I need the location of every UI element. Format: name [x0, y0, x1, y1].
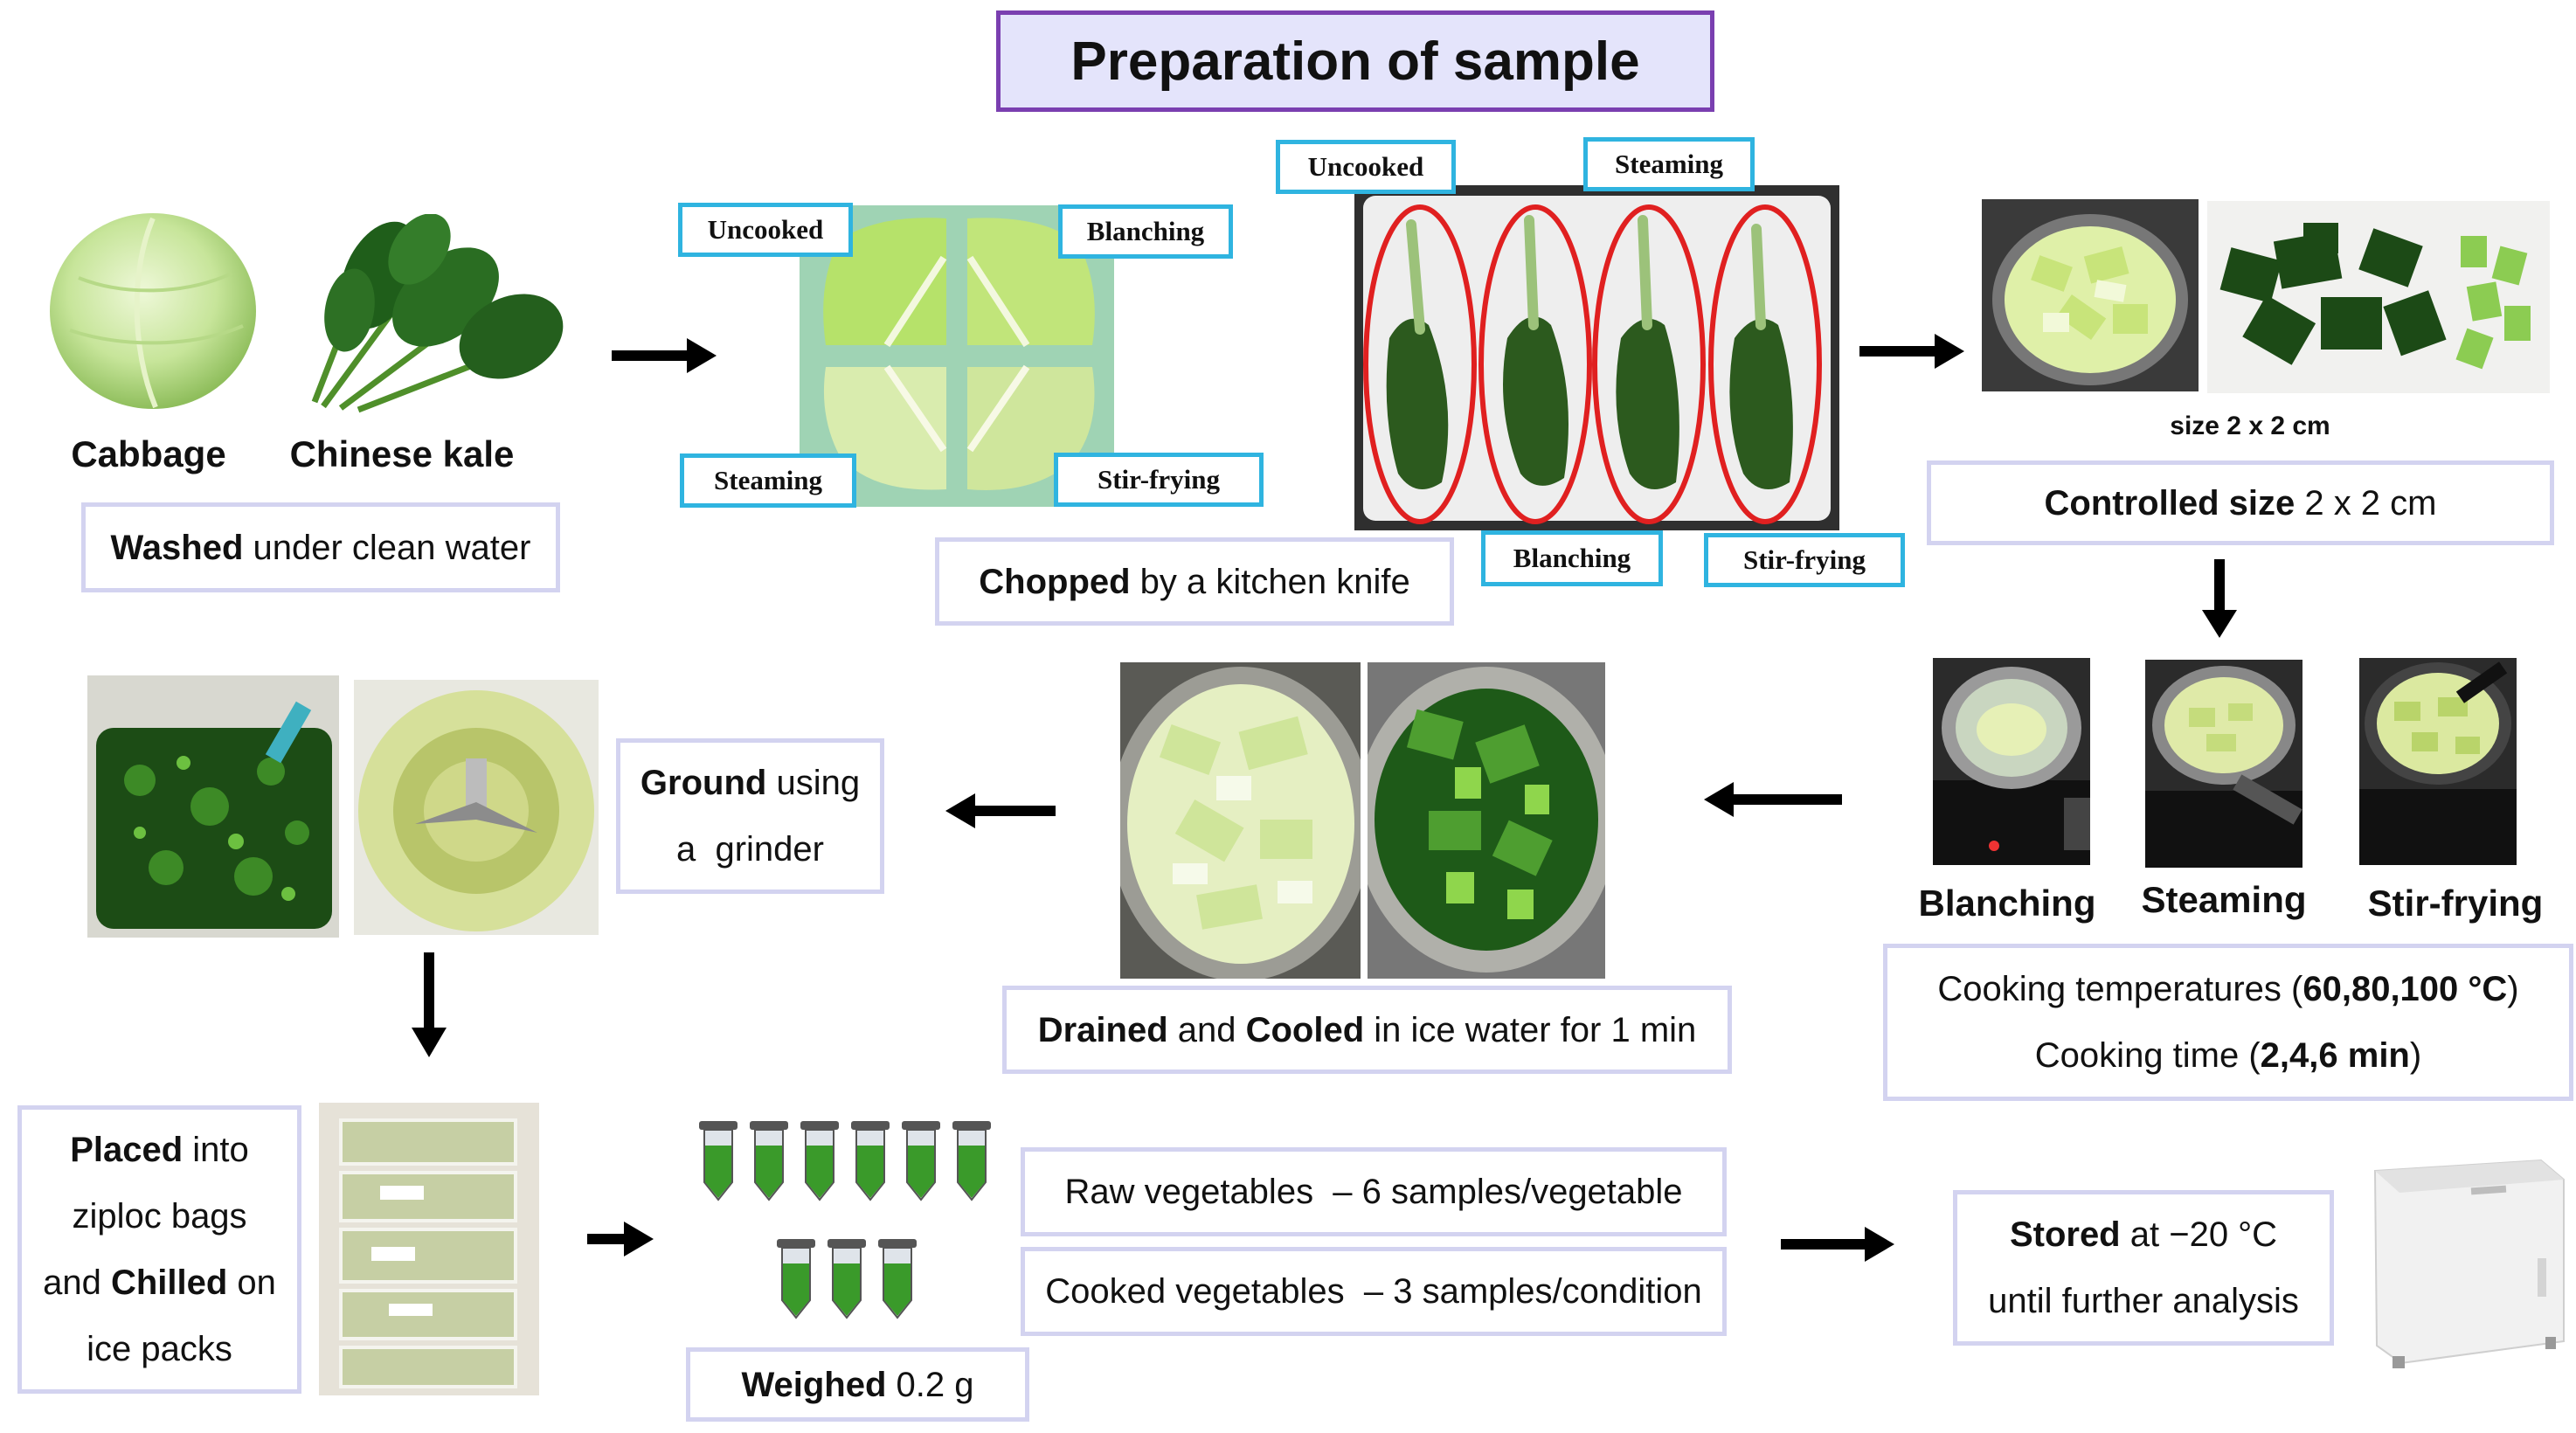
- ground-step-line2: a grinder: [676, 830, 824, 869]
- raw-samples-box: Raw vegetables – 6 samples/vegetable: [1021, 1147, 1727, 1236]
- control-bold: Controlled size: [2044, 483, 2296, 523]
- placed-line2: ziploc bags: [72, 1197, 247, 1236]
- ground-kale-photo: [87, 675, 339, 938]
- arrow-right-3: [587, 1220, 654, 1258]
- cabbage-tag-blanching: Blanching: [1058, 204, 1233, 259]
- ziploc-bags-photo: [319, 1103, 539, 1395]
- blanching-photo: [1933, 658, 2090, 865]
- cooking-temp-suffix: ): [2507, 970, 2519, 1008]
- drain-text-2: in ice water for 1 min: [1364, 1010, 1697, 1049]
- chop-step-text: Chopped by a kitchen knife: [979, 549, 1410, 615]
- kale-board-photo: [1354, 185, 1839, 530]
- cooked-samples-text: Cooked vegetables – 3 samples/condition: [1045, 1272, 1702, 1311]
- sample-tubes-icon: [695, 1117, 1001, 1335]
- cooking-temp-value: 60,80,100 °C: [2302, 970, 2508, 1008]
- drain-step-box: Drained and Cooled in ice water for 1 mi…: [1002, 986, 1732, 1074]
- stored-rest: at −20 °C: [2120, 1215, 2278, 1254]
- cooking-time-suffix: ): [2409, 1036, 2422, 1075]
- stored-bold: Stored: [2009, 1215, 2121, 1254]
- kale-photo: [288, 214, 568, 415]
- arrow-right-2: [1859, 332, 1964, 370]
- drained-cabbage-photo: [1120, 662, 1361, 979]
- placed-line1: Placed into: [70, 1117, 249, 1183]
- placed-on: on: [227, 1263, 276, 1302]
- placed-and: and: [43, 1263, 111, 1302]
- cabbage-tag-steaming: Steaming: [680, 453, 856, 508]
- page-title: Preparation of sample: [996, 10, 1714, 112]
- wash-step-text: Washed under clean water: [111, 515, 531, 581]
- placed-line4: ice packs: [87, 1330, 232, 1368]
- stored-line1: Stored at −20 °C: [2010, 1201, 2277, 1268]
- arrow-down-2: [410, 952, 448, 1057]
- drain-bold-1: Drained: [1037, 1010, 1168, 1049]
- chopped-kale-photo: [2207, 201, 2550, 393]
- stored-line2: until further analysis: [1988, 1282, 2299, 1320]
- steaming-photo: [2145, 660, 2302, 868]
- cooking-time-line: Cooking time (2,4,6 min): [2035, 1022, 2421, 1089]
- arrow-down-1: [2200, 559, 2239, 638]
- kale-tag-stirfrying: Stir-frying: [1704, 533, 1905, 587]
- chop-rest: by a kitchen knife: [1130, 562, 1410, 601]
- arrow-right-1: [612, 336, 717, 375]
- title-text: Preparation of sample: [1070, 31, 1640, 92]
- cabbage-photo: [44, 199, 262, 418]
- drain-text-1: and: [1167, 1010, 1246, 1049]
- cooked-samples-box: Cooked vegetables – 3 samples/condition: [1021, 1247, 1727, 1336]
- weigh-step-box: Weighed 0.2 g: [686, 1347, 1029, 1422]
- ground-bold: Ground: [640, 764, 767, 802]
- ground-step-line1: Ground using: [641, 750, 860, 816]
- stirfrying-photo: [2359, 658, 2517, 865]
- chop-step-box: Chopped by a kitchen knife: [935, 537, 1454, 626]
- placed-bold: Placed: [70, 1131, 184, 1169]
- cooking-temp-prefix: Cooking temperatures (: [1937, 970, 2303, 1008]
- wash-step-box: Washed under clean water: [81, 502, 560, 592]
- weigh-rest: 0.2 g: [886, 1365, 974, 1404]
- drained-kale-photo: [1368, 662, 1605, 979]
- chopped-cabbage-photo: [1982, 199, 2199, 391]
- control-step-box: Controlled size 2 x 2 cm: [1927, 460, 2554, 545]
- placed-line3: and Chilled on: [43, 1250, 276, 1316]
- stored-step-box: Stored at −20 °C until further analysis: [1953, 1190, 2334, 1346]
- arrow-left-1: [1704, 780, 1861, 819]
- raw-samples-text: Raw vegetables – 6 samples/vegetable: [1064, 1173, 1683, 1211]
- freezer-icon: [2366, 1153, 2569, 1372]
- control-rest: 2 x 2 cm: [2295, 483, 2437, 523]
- wash-rest: under clean water: [243, 528, 531, 567]
- chilled-bold: Chilled: [110, 1263, 228, 1302]
- method-label-steaming: Steaming: [2141, 879, 2307, 920]
- method-label-blanching: Blanching: [1918, 883, 2096, 924]
- drain-bold-2: Cooled: [1245, 1010, 1365, 1049]
- chop-bold: Chopped: [979, 562, 1131, 601]
- size-caption: size 2 x 2 cm: [2170, 412, 2330, 440]
- drain-step-text: Drained and Cooled in ice water for 1 mi…: [1038, 997, 1697, 1063]
- placed-rest: into: [183, 1131, 249, 1169]
- arrow-right-4: [1781, 1225, 1894, 1263]
- wash-bold: Washed: [110, 528, 244, 567]
- kale-tag-blanching: Blanching: [1481, 530, 1663, 586]
- weigh-bold: Weighed: [741, 1365, 887, 1404]
- kale-tag-uncooked: Uncooked: [1276, 140, 1456, 194]
- kale-tag-steaming: Steaming: [1583, 137, 1755, 191]
- ground-cabbage-photo: [354, 680, 599, 935]
- cooking-temp-line: Cooking temperatures (60,80,100 °C): [1937, 956, 2518, 1022]
- ground-rest: using: [766, 764, 861, 802]
- placed-step-box: Placed into ziploc bags and Chilled on i…: [17, 1105, 301, 1394]
- kale-label: Chinese kale: [289, 433, 515, 474]
- cooking-time-prefix: Cooking time (: [2034, 1036, 2261, 1075]
- cabbage-label: Cabbage: [71, 433, 226, 474]
- control-step-text: Controlled size 2 x 2 cm: [2045, 470, 2437, 537]
- cabbage-tag-stirfrying: Stir-frying: [1054, 453, 1264, 507]
- ground-step-box: Ground using a grinder: [616, 738, 884, 894]
- arrow-left-2: [945, 792, 1056, 830]
- cabbage-tag-uncooked: Uncooked: [678, 203, 853, 257]
- cooking-time-value: 2,4,6 min: [2260, 1036, 2410, 1075]
- cooking-conditions-box: Cooking temperatures (60,80,100 °C) Cook…: [1883, 944, 2573, 1101]
- method-label-stirfrying: Stir-frying: [2367, 883, 2544, 924]
- weigh-step-text: Weighed 0.2 g: [741, 1352, 973, 1418]
